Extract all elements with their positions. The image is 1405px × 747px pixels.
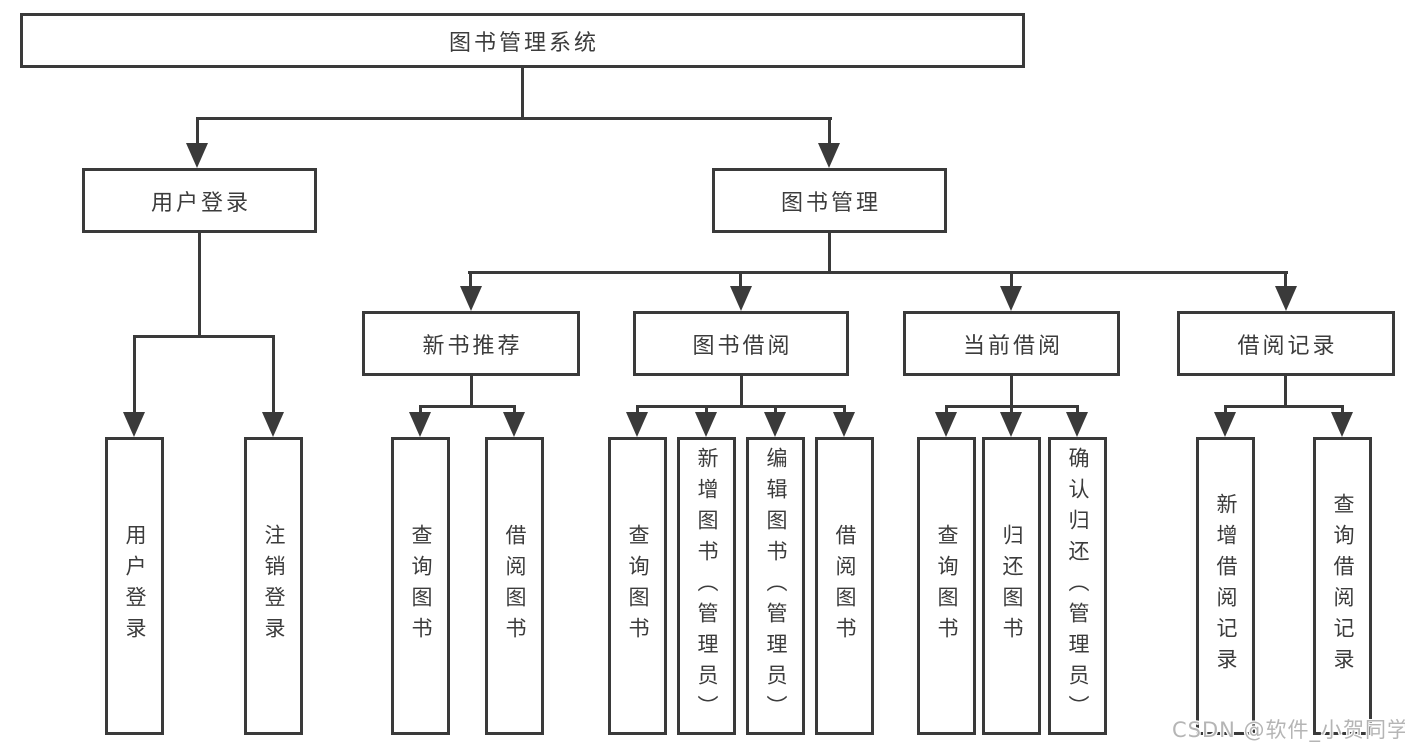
- arrow-down-icon: [730, 286, 752, 311]
- node-label: 查询图书: [626, 524, 650, 648]
- node-label: 查询借阅记录: [1331, 493, 1355, 679]
- connector-stem: [1341, 405, 1344, 415]
- arrow-down-icon: [1000, 286, 1022, 311]
- leaf-borrow-books: 借阅图书: [815, 437, 874, 735]
- leaf-user-login: 用户登录: [105, 437, 164, 735]
- connector-stem: [1076, 405, 1079, 415]
- connector-stem: [774, 405, 777, 415]
- connector-stem: [740, 376, 743, 407]
- connector-stem: [828, 117, 831, 146]
- leaf-add-books-admin: 新增图书（管理员）: [677, 437, 736, 735]
- leaf-confirm-return-admin: 确认归还（管理员）: [1048, 437, 1107, 735]
- connector-stem: [739, 271, 742, 289]
- connector-splitter: [468, 271, 1288, 274]
- connector-stem: [1224, 405, 1227, 415]
- node-label: 图书管理系统: [448, 30, 599, 56]
- node-label: 新增图书（管理员）: [695, 446, 719, 726]
- node-label: 查询图书: [409, 524, 433, 648]
- node-label: 用户登录: [123, 524, 147, 648]
- node-label: 编辑图书（管理员）: [764, 446, 788, 726]
- leaf-query-books-recommend: 查询图书: [391, 437, 450, 735]
- connector-stem: [1010, 405, 1013, 415]
- node-label: 查询图书: [935, 524, 959, 648]
- node-user-login: 用户登录: [82, 168, 317, 233]
- arrow-down-icon: [764, 412, 786, 437]
- connector-stem: [513, 405, 516, 415]
- node-label: 新增借阅记录: [1214, 493, 1238, 679]
- node-label: 当前借阅: [962, 333, 1063, 359]
- leaf-query-borrow-record: 查询借阅记录: [1313, 437, 1372, 735]
- connector-stem: [1010, 271, 1013, 289]
- node-book-management: 图书管理: [712, 168, 947, 233]
- node-label: 图书管理: [780, 190, 881, 216]
- connector-stem: [470, 376, 473, 407]
- node-label: 确认归还（管理员）: [1066, 446, 1090, 726]
- node-current-borrowing: 当前借阅: [903, 311, 1120, 376]
- connector-stem: [419, 405, 422, 415]
- connector-root-splitter: [196, 117, 832, 120]
- arrow-down-icon: [695, 412, 717, 437]
- node-label: 借阅图书: [833, 524, 857, 648]
- node-book-borrowing: 图书借阅: [633, 311, 849, 376]
- connector-splitter: [419, 405, 516, 408]
- leaf-borrow-books-recommend: 借阅图书: [485, 437, 544, 735]
- leaf-edit-books-admin: 编辑图书（管理员）: [746, 437, 805, 735]
- arrow-down-icon: [186, 143, 208, 168]
- arrow-down-icon: [123, 412, 145, 437]
- arrow-down-icon: [1066, 412, 1088, 437]
- arrow-down-icon: [1214, 412, 1236, 437]
- connector-stem: [198, 233, 201, 337]
- connector-stem: [196, 117, 199, 146]
- arrow-down-icon: [409, 412, 431, 437]
- arrow-down-icon: [262, 412, 284, 437]
- connector-stem: [843, 405, 846, 415]
- node-label: 归还图书: [1000, 524, 1024, 648]
- connector-stem: [1284, 271, 1287, 289]
- node-label: 注销登录: [262, 524, 286, 648]
- connector-stem: [945, 405, 948, 415]
- leaf-logout: 注销登录: [244, 437, 303, 735]
- node-label: 图书借阅: [692, 333, 793, 359]
- connector-stem: [1284, 376, 1287, 407]
- node-label: 用户登录: [150, 190, 251, 216]
- connector-stem: [705, 405, 708, 415]
- connector-splitter: [133, 335, 275, 338]
- csdn-watermark: CSDN @软件_小贺同学: [1172, 718, 1405, 742]
- node-borrowing-records: 借阅记录: [1177, 311, 1395, 376]
- node-new-book-recommendation: 新书推荐: [362, 311, 580, 376]
- arrow-down-icon: [1000, 412, 1022, 437]
- arrow-down-icon: [935, 412, 957, 437]
- leaf-return-books: 归还图书: [982, 437, 1041, 735]
- node-label: 新书推荐: [422, 333, 523, 359]
- connector-root-stem: [521, 68, 524, 119]
- connector-stem: [1010, 376, 1013, 407]
- arrow-down-icon: [503, 412, 525, 437]
- arrow-down-icon: [460, 286, 482, 311]
- arrow-down-icon: [1275, 286, 1297, 311]
- arrow-down-icon: [1331, 412, 1353, 437]
- leaf-add-borrow-record: 新增借阅记录: [1196, 437, 1255, 735]
- node-label: 借阅记录: [1237, 333, 1338, 359]
- connector-stem: [828, 233, 831, 273]
- connector-stem: [133, 335, 136, 415]
- arrow-down-icon: [818, 143, 840, 168]
- node-label: 借阅图书: [503, 524, 527, 648]
- leaf-query-books-current: 查询图书: [917, 437, 976, 735]
- connector-stem: [636, 405, 639, 415]
- connector-splitter: [636, 405, 846, 408]
- connector-splitter: [1224, 405, 1344, 408]
- connector-stem: [272, 335, 275, 415]
- connector-stem: [469, 271, 472, 289]
- leaf-query-books-borrowing: 查询图书: [608, 437, 667, 735]
- arrow-down-icon: [626, 412, 648, 437]
- node-library-management-system: 图书管理系统: [20, 13, 1025, 68]
- arrow-down-icon: [833, 412, 855, 437]
